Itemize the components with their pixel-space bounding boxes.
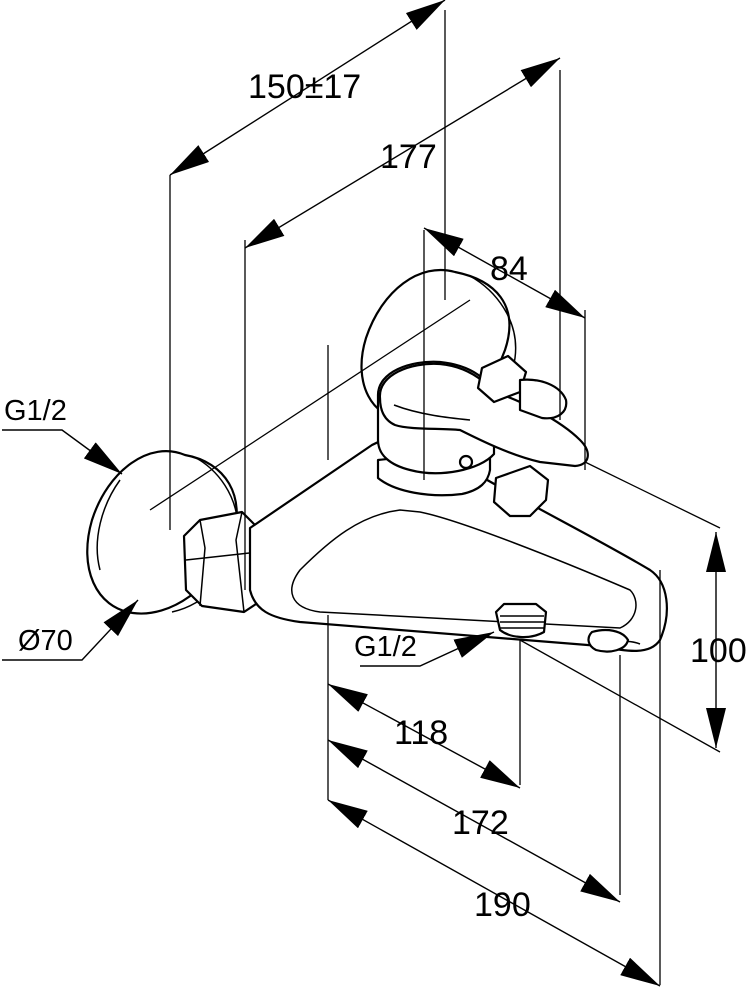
dim-line-190 [327,799,661,987]
dim-line-177 [244,57,561,249]
dim-spout-nozzle: 172 [452,804,509,842]
dim-overall-length: 190 [474,886,531,924]
dimension-lines [169,0,726,987]
dim-lever-width: 84 [490,250,528,288]
leader-lines [2,429,495,667]
label-rosette-diameter: Ø70 [18,625,73,657]
outlet-thread [494,602,548,639]
dim-line-84 [423,227,586,319]
label-outlet-thread: G1/2 [354,631,417,663]
dim-outlet-position: 118 [394,714,448,752]
dim-centre-to-lever: 177 [380,138,437,176]
label-wall-thread: G1/2 [4,395,67,427]
dim-height: 100 [690,632,747,670]
dim-overall-projection: 150±17 [248,68,361,106]
left-connection-nut [182,510,264,614]
mixer-cartridge [376,354,589,518]
